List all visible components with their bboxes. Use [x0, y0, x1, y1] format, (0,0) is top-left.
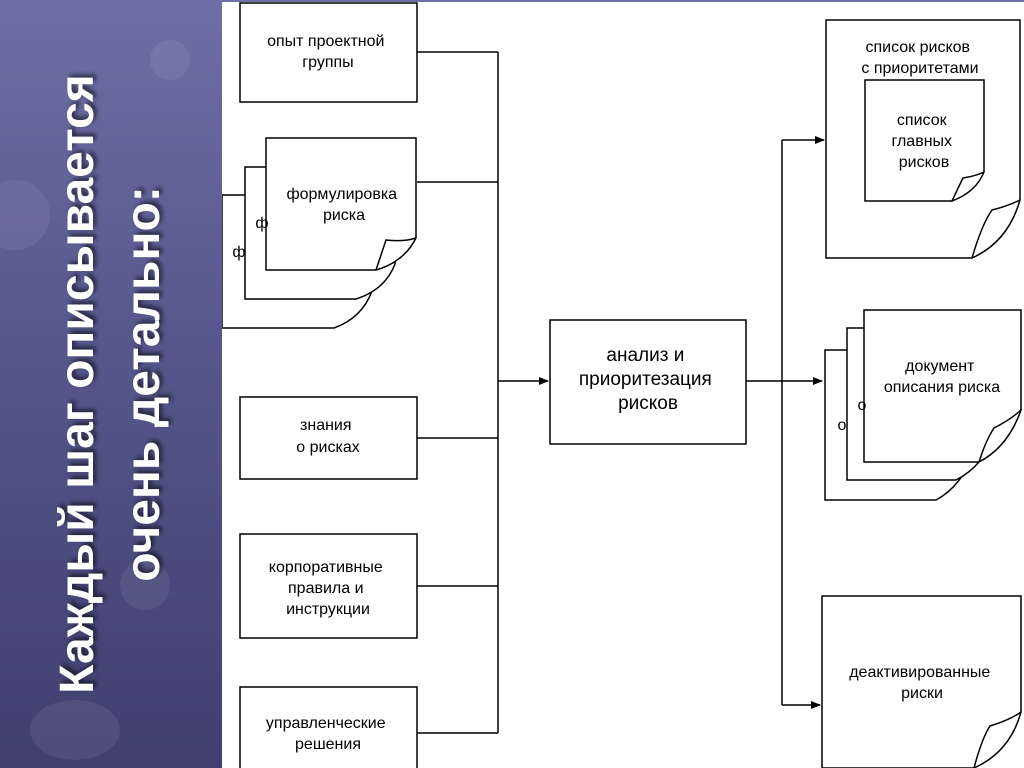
output-label-risk-list: список рисков с приоритетами — [861, 39, 978, 77]
input-label-experience: опыт проектной группы — [267, 33, 389, 71]
input-box-knowledge — [239, 396, 418, 480]
background-bubble — [0, 180, 50, 250]
input-label-formulation: формулировка риска — [286, 186, 401, 224]
input-box-corporate — [239, 533, 418, 639]
input-box-management — [239, 686, 418, 768]
background-bubble — [150, 40, 190, 80]
output-label-risk-doc-back2: о — [838, 417, 847, 434]
doc-fold — [973, 711, 1022, 768]
slide-title-line1: Каждый шаг описывается — [51, 74, 104, 694]
doc-fold — [978, 409, 1022, 463]
slide-title: Каждый шаг описывается очень детально: — [45, 14, 177, 754]
input-label-corporate: корпоративные правила и инструкции — [269, 559, 387, 618]
doc-fold — [375, 237, 417, 271]
doc-fold — [951, 171, 985, 202]
output-label-risk-doc-back1: о — [858, 397, 867, 414]
process-label: анализ и приоритезация рисков — [579, 345, 717, 414]
background-bubble — [30, 700, 120, 760]
slide-title-line2: очень детально: — [117, 186, 170, 582]
process-box — [549, 319, 747, 445]
input-box-experience — [239, 2, 418, 103]
top-border-line — [222, 0, 1024, 2]
risk-analysis-flow-diagram: опыт проектной группы ф ф формулировка р… — [222, 2, 1022, 768]
input-label-formulation-back1: ф — [255, 215, 268, 232]
doc-fold — [971, 199, 1021, 259]
input-label-formulation-back2: ф — [232, 244, 245, 261]
output-label-top-risks: список главных рисков — [891, 112, 956, 171]
sidebar-panel: Каждый шаг описывается очень детально: — [0, 0, 222, 768]
input-label-knowledge: знания о рисках — [296, 417, 359, 456]
output-label-deactivated: деактивированные риски — [849, 664, 995, 702]
input-label-management: управленческие решения — [266, 715, 390, 753]
output-label-risk-doc: документ описания риска — [884, 358, 1000, 396]
background-bubble — [120, 560, 170, 610]
